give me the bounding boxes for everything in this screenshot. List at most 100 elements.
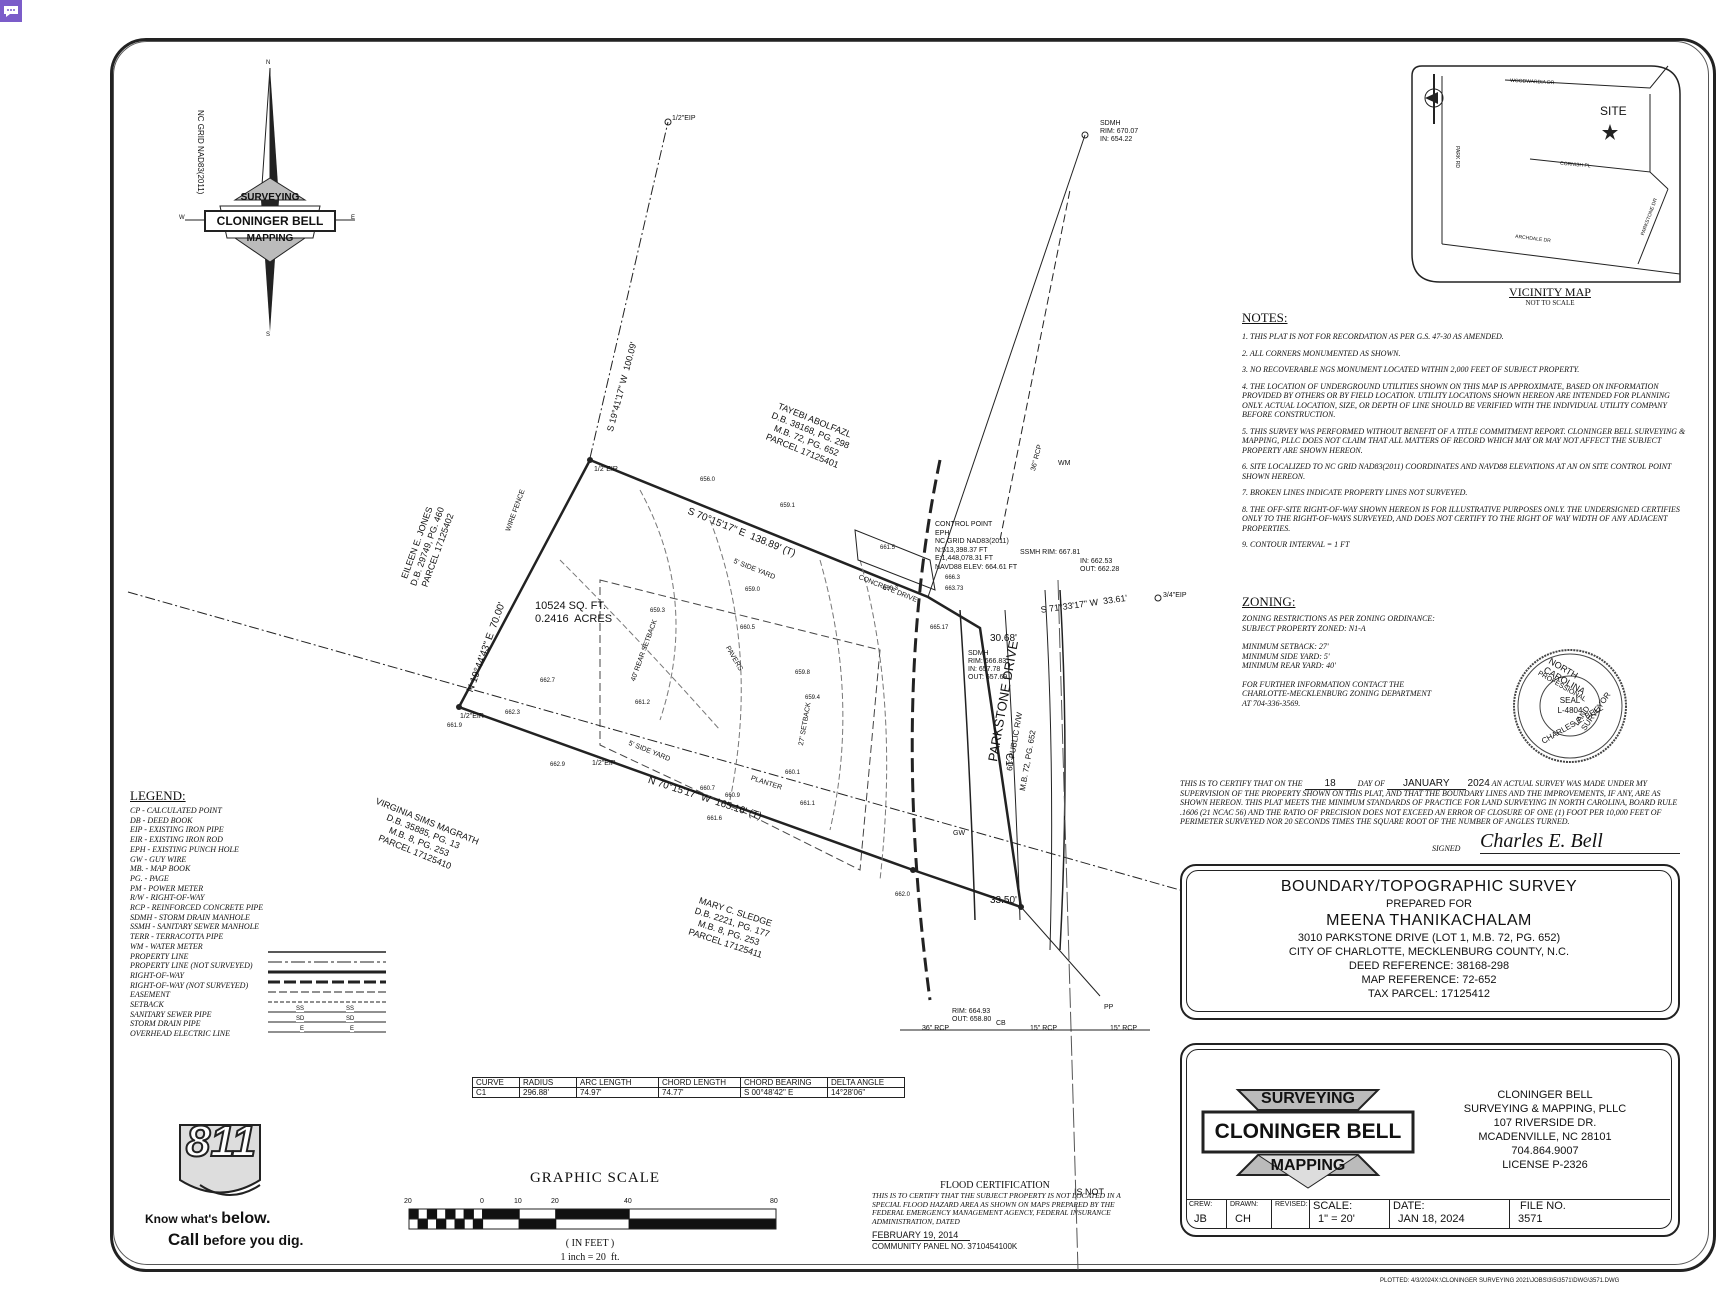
drawn-cell: DRAWN: CH xyxy=(1226,1200,1272,1228)
legend-sd-mark-2: SD xyxy=(346,1016,355,1022)
west-label: W xyxy=(179,215,185,221)
legend-item-pg: PG. - PAGE xyxy=(130,873,169,883)
revised-cell: REVISED: xyxy=(1271,1200,1310,1228)
note-8: 8. THE OFF-SITE RIGHT-OF-WAY SHOWN HEREO… xyxy=(1242,504,1680,533)
legend-item-mb: MB. - MAP BOOK xyxy=(130,864,191,874)
label-rcp-15b: 15" RCP xyxy=(1110,1025,1137,1032)
curve-table-row: C1 296.88' 74.97' 74.77' S 00°48'42" E 1… xyxy=(472,1087,905,1098)
revised-label: REVISED: xyxy=(1275,1201,1308,1208)
plan-area-sqft: 10524 SQ. FT. xyxy=(535,600,606,612)
graphic-scale-bar xyxy=(408,1197,778,1237)
comment-icon[interactable] xyxy=(0,0,22,22)
spot-elev-6: 660.5 xyxy=(740,625,756,631)
note-1: 1. THIS PLAT IS NOT FOR RECORDATION AS P… xyxy=(1242,332,1504,341)
vicinity-map-subtitle: NOT TO SCALE xyxy=(1525,299,1575,307)
plan-dist-frontage: 30.68' xyxy=(990,633,1017,644)
legend-item-setback: SETBACK xyxy=(130,1000,164,1010)
spot-elev-0: 656.0 xyxy=(700,477,716,483)
vicinity-map-title: VICINITY MAP xyxy=(1509,285,1591,299)
legend-item-property-line-ns: PROPERTY LINE (NOT SURVEYED) xyxy=(130,961,253,971)
spot-elev-9: 661.2 xyxy=(635,700,651,706)
prepared-for: PREPARED FOR xyxy=(1386,898,1472,910)
ssmh-1: SSMH RIM: 667.81 xyxy=(1020,549,1081,556)
sdmh-mid-3: IN: 657.78 xyxy=(968,666,1001,673)
sheet-inner-border xyxy=(113,41,1709,1265)
legend-ss-mark-2: SS xyxy=(346,1006,355,1012)
note-5: 5. THIS SURVEY WAS PERFORMED WITHOUT BEN… xyxy=(1242,426,1686,455)
legend-e-mark-1: E xyxy=(300,1026,305,1032)
notes-title: NOTES: xyxy=(1242,310,1288,325)
company-logo-main: CLONINGER BELL xyxy=(1214,1120,1402,1143)
label-eip-east: 3/4"EIP xyxy=(1163,592,1187,599)
catch-basin-2: OUT: 658.80 xyxy=(952,1016,992,1023)
vicinity-site-label: SITE xyxy=(1600,104,1627,118)
call-811-line2: Call before you dig. xyxy=(168,1230,303,1250)
flood-cert-title: FLOOD CERTIFICATION xyxy=(940,1180,1050,1191)
spot-elev-14: 660.9 xyxy=(725,793,741,799)
south-label: S xyxy=(266,332,271,338)
flood-cert-is-not: IS NOT xyxy=(1074,1187,1105,1197)
surveyor-seal: NORTH CAROLINA PROFESSIONAL LAND SURVEYO… xyxy=(1512,648,1628,764)
legend-item-rcp: RCP - REINFORCED CONCRETE PIPE xyxy=(130,903,264,913)
spot-elev-21: 665.17 xyxy=(930,625,949,631)
sdmh-mid-2: RIM: 666.83 xyxy=(968,658,1007,665)
label-eip-top: 1/2"EIP xyxy=(672,115,696,122)
note-6: 6. SITE LOCALIZED TO NC GRID NAD83(2011)… xyxy=(1242,462,1672,481)
spot-elev-8: 659.4 xyxy=(805,695,821,701)
legend-sd-mark-1: SD xyxy=(296,1016,305,1022)
call-811-line2a: Call xyxy=(168,1230,200,1249)
sdmh-mid-4: OUT: 657.69 xyxy=(968,674,1008,681)
sdmh-top-3: IN: 654.22 xyxy=(1100,136,1133,143)
legend-item-pm: PM - POWER METER xyxy=(130,883,204,893)
legend-item-ssmh: SSMH - SANITARY SEWER MANHOLE xyxy=(130,922,260,932)
note-2: 2. ALL CORNERS MONUMENTED AS SHOWN. xyxy=(1242,348,1401,358)
east-label: E xyxy=(351,215,356,221)
company-logo-top: SURVEYING xyxy=(1261,1090,1355,1107)
company-line-5: 704.864.9007 xyxy=(1511,1145,1579,1157)
sdmh-top-2: RIM: 670.07 xyxy=(1100,128,1139,135)
call-811-line1a: Know what's xyxy=(145,1212,222,1226)
drawn-value: CH xyxy=(1235,1213,1251,1225)
legend-item-sdmh: SDMH - STORM DRAIN MANHOLE xyxy=(130,912,250,922)
plan-curve-label: C1 xyxy=(1002,753,1014,766)
spot-elev-3: 659.3 xyxy=(650,608,666,614)
vicinity-map: SITE WOODWARDIA DR CORNISH PL ARCHDALE D… xyxy=(1410,64,1682,284)
spot-elev-22: 666.3 xyxy=(945,575,961,581)
legend-item-eip: EIP - EXISTING IRON PIPE xyxy=(130,825,224,835)
crew-label: CREW: xyxy=(1189,1201,1213,1208)
legend-item-gw: GW - GUY WIRE xyxy=(130,854,187,864)
legend-item-row-ns: RIGHT-OF-WAY (NOT SURVEYED) xyxy=(130,980,249,990)
file-value: 3571 xyxy=(1518,1213,1543,1225)
company-line-4: MCADENVILLE, NC 28101 xyxy=(1478,1131,1612,1143)
label-rcp-36: 36" RCP xyxy=(922,1025,949,1032)
cert-p3: AN ACTUAL SURVEY WAS MADE UNDER MY SUPER… xyxy=(1180,779,1678,826)
spot-elev-18: 661.9 xyxy=(447,723,463,729)
flood-cert-date: FEBRUARY 19, 2014 xyxy=(872,1230,971,1241)
legend-title: LEGEND: xyxy=(130,788,186,803)
drawn-label: DRAWN: xyxy=(1230,1201,1259,1208)
zoning-line-2: SUBJECT PROPERTY ZONED: N1-A xyxy=(1242,623,1366,633)
curve-table: CURVE RADIUS ARC LENGTH CHORD LENGTH CHO… xyxy=(472,1077,905,1098)
spot-elev-13: 660.7 xyxy=(700,786,716,792)
legend-item-easement: EASEMENT xyxy=(130,990,170,1000)
file-label: FILE NO. xyxy=(1520,1200,1566,1212)
spot-elev-15: 661.1 xyxy=(800,801,816,807)
legend-item-eir: EIR - EXISTING IRON ROD xyxy=(130,835,223,845)
date-value: JAN 18, 2024 xyxy=(1398,1213,1465,1225)
spot-elev-12: 660.1 xyxy=(785,770,801,776)
control-point-3: NC GRID NAD83(2011) xyxy=(935,538,1009,545)
scale-tick-80: 80 xyxy=(770,1198,778,1205)
graphic-scale-title: GRAPHIC SCALE xyxy=(529,1170,661,1186)
legend-item-electric: OVERHEAD ELECTRIC LINE xyxy=(130,1029,230,1039)
plan-area-acres: 0.2416 ACRES xyxy=(535,613,613,625)
scale-tick-10: 10 xyxy=(514,1198,522,1205)
control-point-4: N:513,398.37 FT xyxy=(935,546,988,554)
legend-item-property-line: PROPERTY LINE xyxy=(130,951,189,961)
survey-title: BOUNDARY/TOPOGRAPHIC SURVEY xyxy=(1280,878,1578,895)
tax-parcel: TAX PARCEL: 17125412 xyxy=(1368,988,1490,1000)
legend-item-sewer: SANITARY SEWER PIPE xyxy=(130,1009,212,1019)
sheet-border xyxy=(110,38,1716,1272)
scale-value: 1" = 20' xyxy=(1318,1213,1355,1225)
cert-signed-label: SIGNED xyxy=(1432,844,1461,853)
spot-elev-5: 660.3 xyxy=(883,586,899,592)
